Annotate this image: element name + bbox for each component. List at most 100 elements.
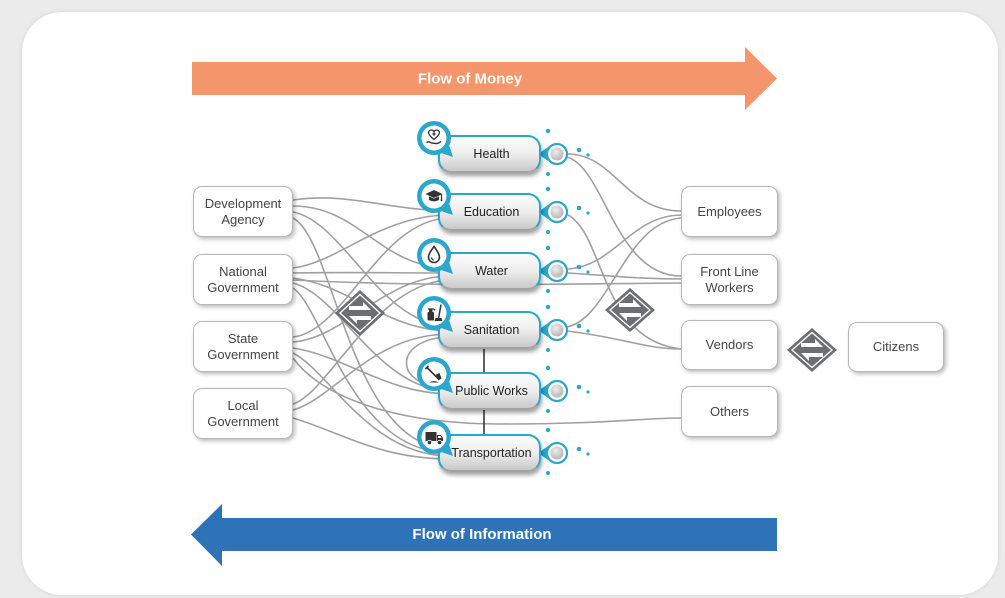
sector-water: Water bbox=[438, 252, 541, 290]
link-health-front-line-workers bbox=[566, 156, 682, 277]
exchange-arrows-icon bbox=[787, 328, 837, 372]
sector-transportation-label: Transportation bbox=[451, 446, 532, 460]
education-marker bbox=[414, 176, 456, 218]
link-local-government-transportation bbox=[292, 417, 451, 460]
link-sanitation-employees bbox=[566, 217, 682, 328]
flow-of-information-arrow: Flow of Information bbox=[191, 504, 777, 566]
exchange-diamond-inner bbox=[338, 293, 382, 333]
information-arrow-label: Flow of Information bbox=[412, 526, 551, 543]
connector-dot bbox=[546, 230, 550, 234]
front-line-workers-box: Front Line Workers bbox=[681, 254, 778, 305]
link-national-government-education bbox=[292, 214, 451, 269]
connector-dot bbox=[586, 390, 590, 394]
link-health-employees bbox=[566, 153, 682, 212]
link-development-agency-transportation bbox=[292, 217, 451, 450]
connector-dot bbox=[545, 365, 551, 371]
link-state-government-transportation bbox=[292, 352, 451, 457]
money-arrow-label: Flow of Money bbox=[418, 71, 523, 88]
connector-dot bbox=[546, 471, 550, 475]
connector-dot bbox=[546, 289, 550, 293]
connector-dot bbox=[545, 128, 551, 134]
information-arrow-shape bbox=[191, 504, 777, 566]
water-marker bbox=[414, 235, 456, 277]
sector-health-label: Health bbox=[473, 147, 510, 161]
sector-water-label: Water bbox=[475, 264, 508, 278]
exchange-diamond bbox=[787, 328, 837, 372]
connector-dot bbox=[576, 205, 582, 211]
link-sanitation-vendors bbox=[566, 330, 682, 350]
state-government-label: State Government bbox=[207, 330, 279, 362]
national-government-box: National Government bbox=[193, 254, 293, 305]
connector-knob bbox=[550, 264, 564, 278]
exchange-arrow-right bbox=[619, 299, 641, 307]
link-water-front-line-workers bbox=[567, 272, 682, 280]
exchange-arrows-icon bbox=[335, 290, 385, 336]
exchange-diamond bbox=[605, 288, 655, 332]
funding-links bbox=[292, 197, 682, 460]
water-drop-icon bbox=[417, 238, 453, 274]
heart-hand-icon bbox=[417, 121, 453, 157]
health-marker bbox=[414, 118, 456, 160]
sector-sanitation: Sanitation bbox=[438, 311, 541, 349]
connector-knob bbox=[550, 205, 564, 219]
connector-dot bbox=[586, 452, 590, 456]
citizens-box: Citizens bbox=[848, 322, 944, 372]
local-government-box: Local Government bbox=[193, 388, 293, 439]
payment-links bbox=[566, 153, 682, 350]
public-works-marker bbox=[414, 354, 456, 396]
employees-box: Employees bbox=[681, 186, 778, 237]
link-local-government-sanitation bbox=[292, 333, 451, 411]
exchange-arrow-left bbox=[619, 313, 641, 321]
link-state-government-public-works bbox=[292, 347, 451, 395]
exchange-diamond-inner bbox=[608, 291, 652, 329]
sector-sanitation-label: Sanitation bbox=[463, 323, 520, 337]
connector-knob bbox=[550, 147, 564, 161]
sector-public-works-label: Public Works bbox=[455, 384, 528, 398]
connector-knob bbox=[550, 446, 564, 460]
exchange-diamond-inner bbox=[790, 331, 834, 369]
connector-dot bbox=[586, 270, 590, 274]
link-state-government-others bbox=[292, 357, 682, 425]
diagram-card bbox=[22, 12, 998, 595]
sanitation-marker bbox=[414, 293, 456, 335]
citizens-label: Citizens bbox=[872, 339, 920, 354]
connector-dot bbox=[546, 172, 550, 176]
exchange-arrows-icon bbox=[605, 288, 655, 332]
link-local-government-water bbox=[292, 279, 451, 405]
others-label: Others bbox=[709, 403, 749, 419]
connector-dot bbox=[546, 409, 550, 413]
transportation-marker bbox=[414, 417, 456, 459]
vendors-label: Vendors bbox=[705, 337, 754, 352]
connector-dot bbox=[586, 211, 590, 215]
sector-connectors bbox=[538, 128, 590, 475]
connector-knob bbox=[550, 323, 564, 337]
connector-dot bbox=[586, 329, 590, 333]
exchange-diamond bbox=[335, 290, 385, 336]
connector-dot bbox=[545, 304, 551, 310]
link-education-vendors bbox=[567, 214, 682, 350]
money-arrow-shape bbox=[192, 47, 777, 110]
sector-education-label: Education bbox=[463, 205, 520, 219]
shovel-icon bbox=[417, 357, 453, 393]
graduation-cap-icon bbox=[417, 179, 453, 215]
vendors-box: Vendors bbox=[681, 320, 778, 370]
others-box: Others bbox=[681, 386, 778, 437]
exchange-arrow-left bbox=[801, 353, 823, 361]
link-national-government-transportation bbox=[292, 287, 451, 454]
truck-icon bbox=[417, 420, 453, 456]
connector-dot bbox=[545, 186, 551, 192]
connector-dot bbox=[576, 264, 582, 270]
sector-transportation: Transportation bbox=[438, 434, 541, 472]
sector-public-works: Public Works bbox=[438, 372, 541, 410]
connector-dot bbox=[576, 147, 582, 153]
front-line-workers-label: Front Line Workers bbox=[700, 263, 759, 295]
flow-of-money-arrow: Flow of Money bbox=[192, 47, 777, 110]
employees-label: Employees bbox=[697, 203, 762, 219]
connector-knob bbox=[550, 384, 564, 398]
connector-dot bbox=[576, 384, 582, 390]
cleaning-supplies-icon bbox=[417, 296, 453, 332]
exchange-arrow-right bbox=[801, 339, 823, 347]
exchange-arrow-right bbox=[349, 302, 371, 310]
development-agency-box: Development Agency bbox=[193, 186, 293, 237]
